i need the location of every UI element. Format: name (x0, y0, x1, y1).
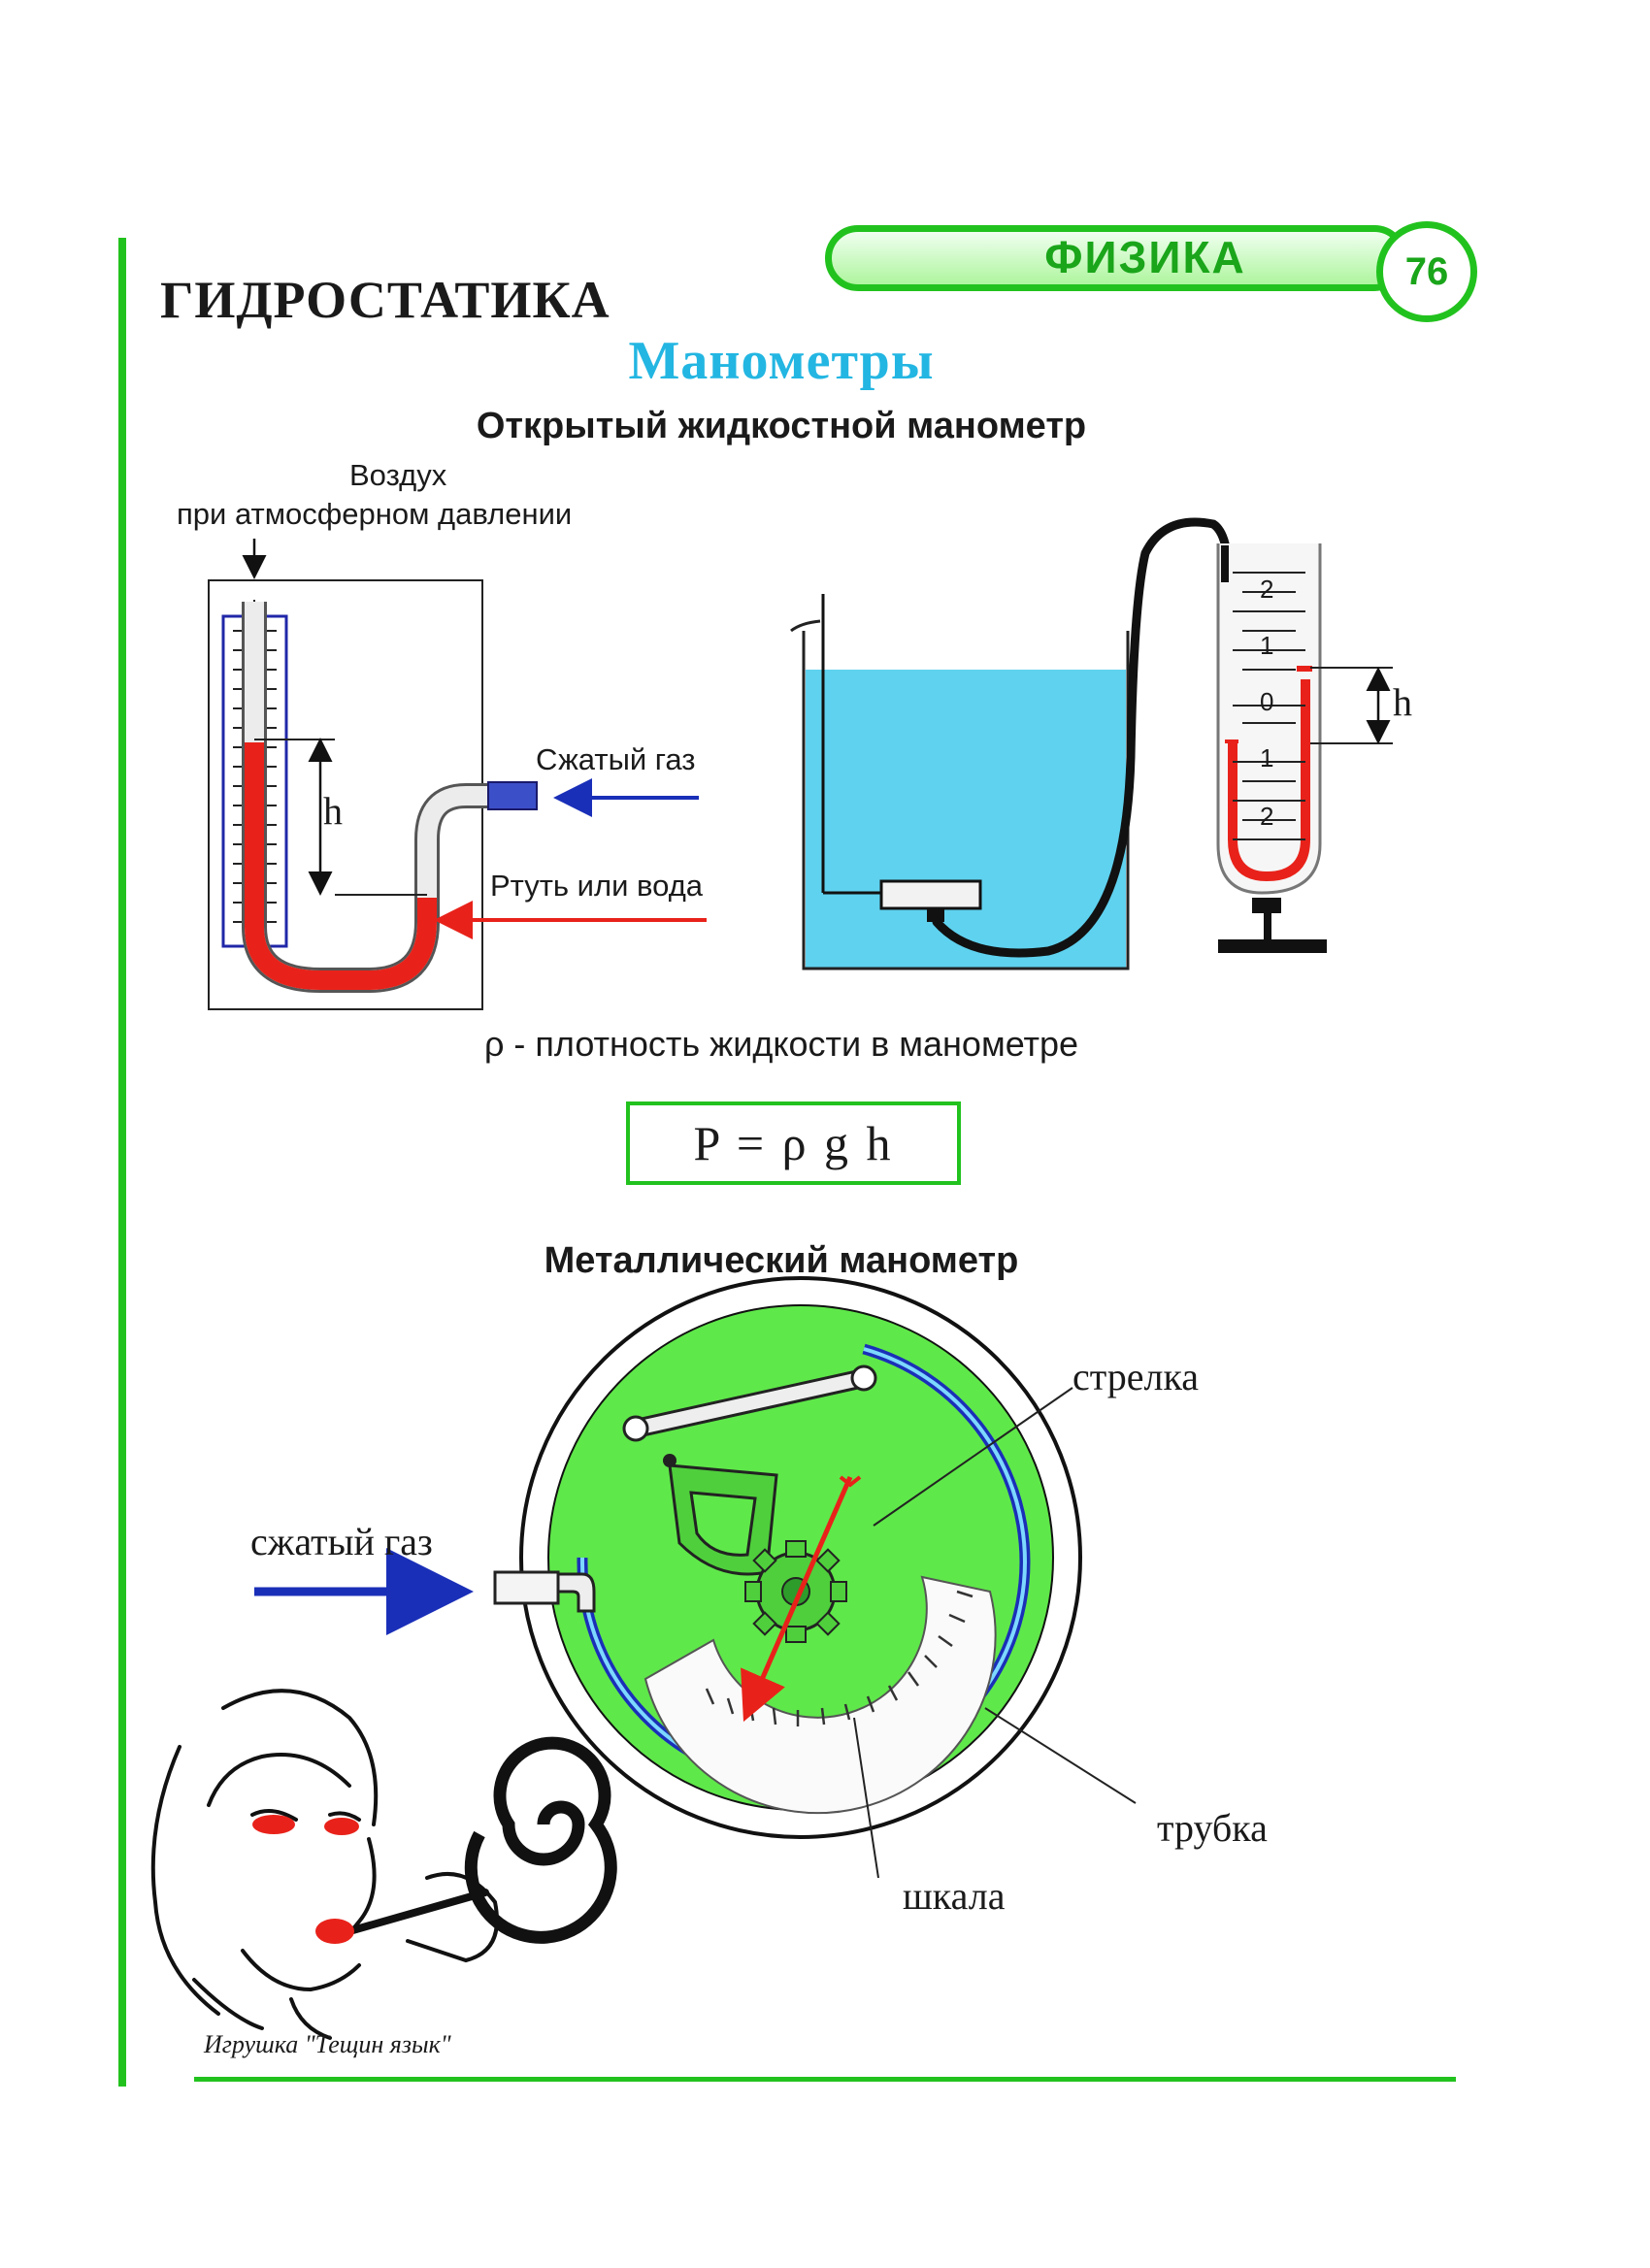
metal-manometer-heading: Металлический манометр (544, 1240, 1019, 1281)
scale-mark: 0 (1260, 687, 1274, 716)
toy-eye-left (252, 1815, 295, 1834)
toy-spiral (464, 1736, 617, 1944)
scale-mark: 2 (1260, 802, 1274, 831)
open-manometer-diagram (208, 539, 707, 1010)
air-label-line1: Воздух (349, 458, 447, 492)
density-note: ρ - плотность жидкости в манометре (483, 1024, 1079, 1064)
height-label-right: h (1393, 680, 1412, 724)
toy-eye-right (324, 1818, 359, 1835)
toy-lips (315, 1919, 354, 1944)
scale-mark: 2 (1260, 575, 1274, 604)
gauge-scale-ticks (705, 1590, 974, 1726)
pointer-label: стрелка (1072, 1355, 1200, 1398)
scale-mark: 1 (1260, 743, 1274, 772)
section-title: ГИДРОСТАТИКА (160, 271, 610, 329)
sidebar-accent-line (118, 238, 126, 2087)
pressure-formula: P = ρ g h (626, 1101, 961, 1185)
footer-accent-line (194, 2077, 1456, 2082)
page-title: Манометры (628, 331, 935, 391)
height-label-left: h (323, 789, 343, 833)
air-label-line2: при атмосферном давлении (177, 497, 573, 531)
metal-manometer-diagram (254, 1276, 1137, 1879)
tube-scale-ticks (1233, 572, 1305, 840)
liquid-label: Ртуть или вода (490, 869, 704, 903)
gas-label: сжатый газ (250, 1520, 433, 1563)
scale-mark: 1 (1260, 631, 1274, 660)
scale-label: шкала (903, 1874, 1006, 1918)
open-manometer-heading: Открытый жидкостной манометр (476, 406, 1087, 446)
subject-banner (825, 225, 1407, 291)
page-number: 76 (1376, 221, 1477, 322)
toy-caption: Игрушка "Тещин язык" (204, 2030, 451, 2058)
vessel-manometer-diagram (790, 517, 1393, 970)
subject-label: ФИЗИКА (1044, 232, 1246, 282)
compressed-gas-label: Сжатый газ (536, 742, 696, 776)
toy-illustration (150, 1689, 499, 2040)
tube-label: трубка (1157, 1806, 1268, 1850)
